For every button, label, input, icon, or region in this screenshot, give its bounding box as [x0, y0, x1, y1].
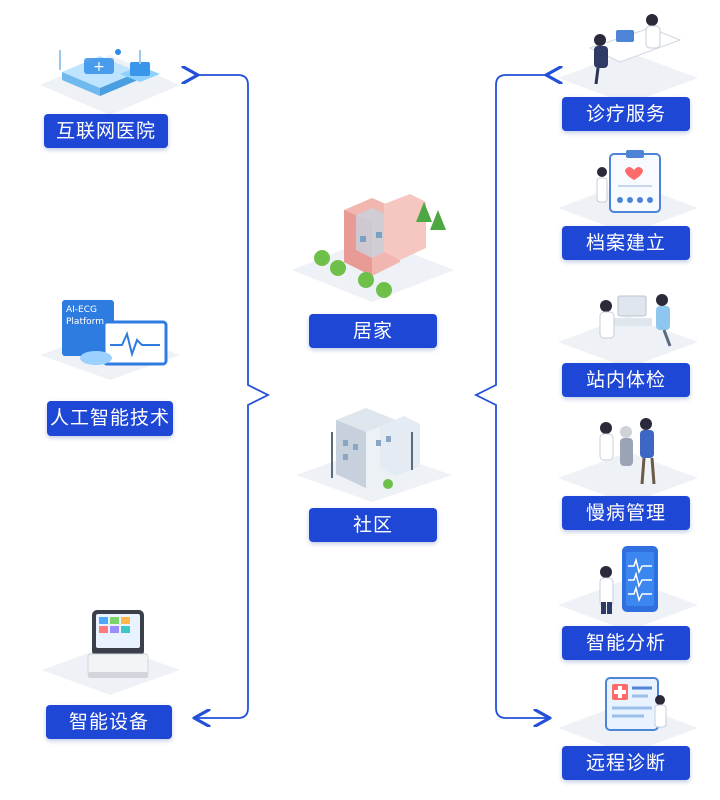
label-home[interactable]: 居家 [309, 314, 437, 348]
left-brace [196, 75, 271, 718]
right-brace [473, 75, 548, 718]
label-community[interactable]: 社区 [309, 508, 437, 542]
label-internet-hospital[interactable]: 互联网医院 [44, 114, 168, 148]
label-smart-analysis[interactable]: 智能分析 [562, 626, 690, 660]
label-consultation[interactable]: 诊疗服务 [562, 97, 690, 131]
svg-text:+: + [93, 59, 105, 75]
label-health-record[interactable]: 档案建立 [562, 226, 690, 260]
label-ai-technology[interactable]: 人工智能技术 [47, 401, 173, 436]
label-chronic-care[interactable]: 慢病管理 [562, 496, 690, 530]
icon-text-platform: Platform [66, 317, 104, 327]
label-remote-diagnosis[interactable]: 远程诊断 [562, 746, 690, 780]
label-smart-device[interactable]: 智能设备 [46, 705, 172, 739]
icon-text-ai-ecg: AI-ECG [66, 305, 97, 315]
label-physical-exam[interactable]: 站内体检 [562, 363, 690, 397]
